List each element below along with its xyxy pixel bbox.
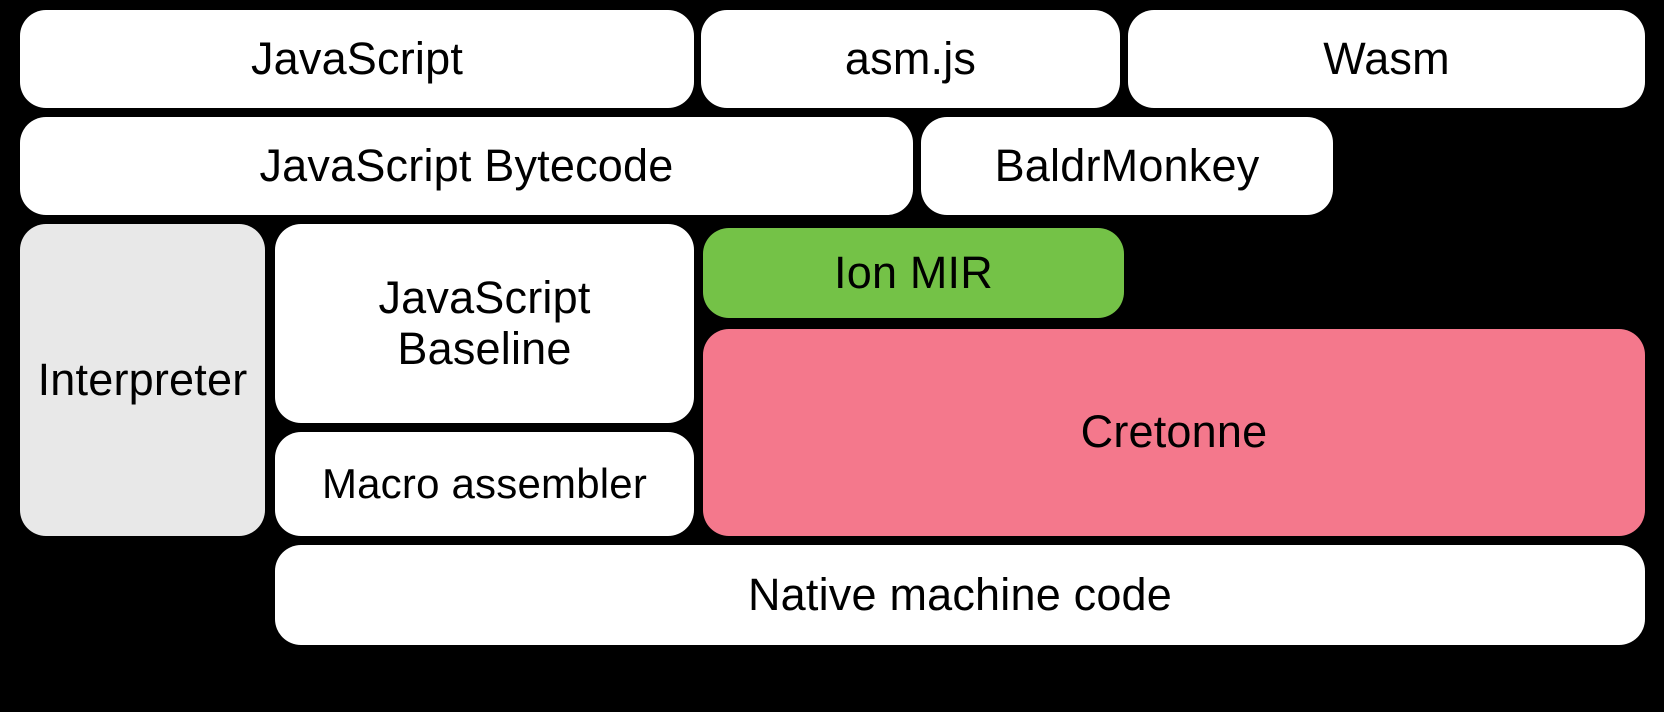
node-macro-assembler[interactable]: Macro assembler xyxy=(275,432,694,536)
node-ion-mir[interactable]: Ion MIR xyxy=(703,228,1124,318)
node-interpreter[interactable]: Interpreter xyxy=(20,224,265,536)
node-javascript-baseline[interactable]: JavaScript Baseline xyxy=(275,224,694,423)
node-javascript-bytecode[interactable]: JavaScript Bytecode xyxy=(20,117,913,215)
node-cretonne[interactable]: Cretonne xyxy=(703,329,1645,536)
node-baldrmonkey[interactable]: BaldrMonkey xyxy=(921,117,1333,215)
node-wasm[interactable]: Wasm xyxy=(1128,10,1645,108)
node-native-machine-code[interactable]: Native machine code xyxy=(275,545,1645,645)
node-javascript[interactable]: JavaScript xyxy=(20,10,694,108)
node-asm-js[interactable]: asm.js xyxy=(701,10,1120,108)
